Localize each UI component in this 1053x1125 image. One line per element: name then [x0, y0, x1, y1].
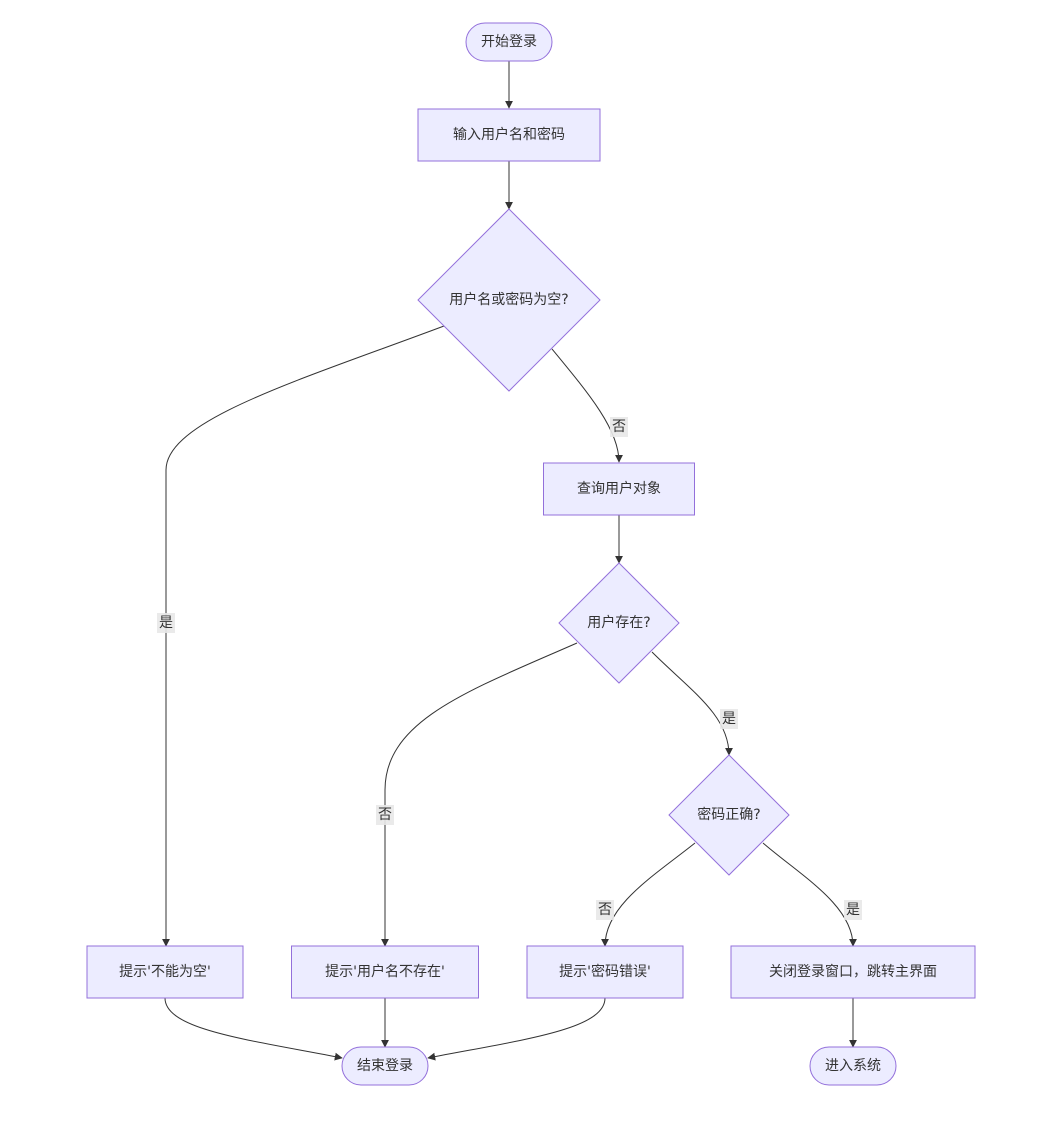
edge-label-text: 否 [378, 807, 392, 823]
node-label: 开始登录 [481, 34, 537, 50]
edge-label-text: 是 [159, 615, 173, 631]
edge-labels-layer: 是否否是否是 [157, 417, 862, 920]
node-close-login: 关闭登录窗口，跳转主界面 [730, 945, 976, 999]
node-shape [465, 22, 553, 62]
edge-label-check-no: 否 [610, 417, 628, 437]
node-check-empty: 用户名或密码为空? [417, 208, 601, 392]
node-label: 查询用户对象 [577, 480, 661, 497]
edge-label-text: 是 [846, 902, 860, 918]
edge-label-pwd-no: 否 [596, 900, 614, 920]
edge-check-no [551, 348, 623, 463]
edge-wrongpwd-end [427, 997, 606, 1061]
node-shape [417, 108, 601, 162]
node-shape [558, 562, 680, 684]
edges-layer [162, 61, 857, 1061]
node-label: 提示'不能为空' [119, 964, 211, 980]
node-pwd-correct: 密码正确? [668, 754, 790, 876]
edge-label-text: 是 [722, 711, 736, 727]
node-shape [730, 945, 976, 999]
node-shape [526, 945, 684, 999]
node-shape [86, 945, 244, 999]
node-enter-system: 进入系统 [809, 1046, 897, 1086]
node-label: 用户名或密码为空? [449, 291, 568, 308]
node-label: 提示'用户名不存在' [325, 963, 445, 980]
node-shape [543, 462, 695, 516]
node-label: 提示'密码错误' [559, 963, 651, 980]
node-msg-no-user: 提示'用户名不存在' [291, 945, 479, 999]
edge-empty-end [164, 997, 343, 1061]
edge-pwd-yes [762, 842, 857, 947]
node-input: 输入用户名和密码 [417, 108, 601, 162]
edge-label-exists-yes: 是 [720, 709, 738, 729]
node-label: 结束登录 [357, 1058, 413, 1074]
edge-label-exists-no: 否 [376, 805, 394, 825]
node-shape [291, 945, 479, 999]
node-shape [417, 208, 601, 392]
node-shape [668, 754, 790, 876]
edge-label-check-yes: 是 [157, 613, 175, 633]
edge-label-text: 否 [612, 419, 626, 435]
edge-label-text: 否 [598, 902, 612, 918]
edge-pwd-no [601, 842, 696, 947]
node-label: 进入系统 [825, 1058, 881, 1074]
node-shape [809, 1046, 897, 1086]
edge-check-yes [162, 325, 445, 947]
node-start: 开始登录 [465, 22, 553, 62]
node-query-user: 查询用户对象 [543, 462, 695, 516]
node-label: 关闭登录窗口，跳转主界面 [769, 963, 937, 980]
node-label: 用户存在? [587, 614, 650, 631]
node-end-login: 结束登录 [341, 1046, 429, 1086]
node-msg-empty: 提示'不能为空' [86, 945, 244, 999]
edge-exists-no [381, 642, 578, 947]
node-shape [341, 1046, 429, 1086]
edge-label-pwd-yes: 是 [844, 900, 862, 920]
node-user-exists: 用户存在? [558, 562, 680, 684]
node-label: 密码正确? [697, 806, 760, 823]
node-label: 输入用户名和密码 [453, 126, 565, 143]
node-msg-wrong-pwd: 提示'密码错误' [526, 945, 684, 999]
edge-exists-yes [651, 651, 733, 756]
